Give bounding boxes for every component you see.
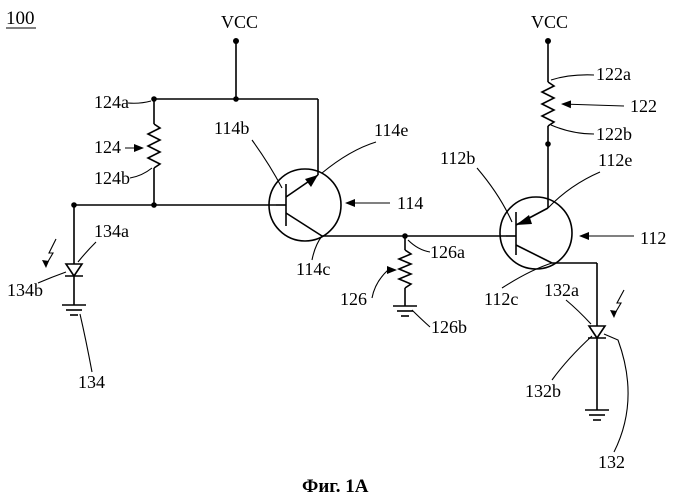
label-122: 122 [630, 96, 657, 116]
label-122a: 122a [596, 64, 631, 84]
vcc-left-label: VCC [221, 12, 258, 32]
leader-126a [408, 240, 430, 252]
leader-124a [128, 101, 151, 103]
light-arrowhead-134 [42, 260, 49, 268]
label-112b: 112b [440, 148, 475, 168]
label-132b: 132b [525, 381, 561, 401]
resistor-124 [148, 99, 160, 205]
leader-124b [130, 168, 152, 178]
label-114c: 114c [296, 259, 330, 279]
transistor-114 [269, 169, 341, 241]
label-132a: 132a [544, 280, 579, 300]
figure-caption: Фиг. 1A [302, 476, 369, 497]
label-134b: 134b [7, 280, 43, 300]
leader-134a [78, 242, 96, 262]
label-114b: 114b [214, 118, 249, 138]
transistor-112 [500, 197, 572, 269]
label-124a: 124a [94, 92, 129, 112]
label-134a: 134a [94, 221, 129, 241]
leader-132a [566, 300, 591, 324]
junction [233, 96, 239, 102]
leader-114e [322, 142, 376, 173]
vcc-right-label: VCC [531, 12, 568, 32]
leader-132b [552, 336, 592, 380]
label-126b: 126b [431, 317, 467, 337]
label-114: 114 [397, 193, 423, 213]
figure-ref: 100 [6, 8, 35, 29]
label-112c: 112c [484, 289, 518, 309]
label-132: 132 [598, 452, 625, 472]
label-126a: 126a [430, 242, 465, 262]
light-arrowhead-132 [610, 310, 617, 318]
label-124: 124 [94, 137, 121, 157]
label-112e: 112e [598, 150, 632, 170]
label-126: 126 [340, 289, 367, 309]
leader-132 [604, 334, 628, 452]
leader-114b [252, 140, 282, 188]
label-122b: 122b [596, 124, 632, 144]
leader-122 [562, 104, 624, 106]
label-124b: 124b [94, 168, 130, 188]
emitter-arrow-112 [516, 215, 532, 225]
label-114e: 114e [374, 120, 408, 140]
junction [545, 141, 551, 147]
resistor-126 [393, 236, 417, 316]
leader-112b [477, 168, 512, 222]
led-134 [62, 205, 86, 315]
emitter-arrow-114 [305, 175, 318, 187]
resistor-122 [542, 41, 554, 208]
leader-126 [372, 270, 396, 298]
label-112: 112 [640, 228, 666, 248]
leader-126b [412, 310, 430, 327]
label-134: 134 [78, 372, 105, 392]
led-132 [585, 263, 609, 420]
leader-122b [551, 125, 594, 134]
leader-134 [80, 314, 92, 372]
leader-134b [38, 272, 66, 283]
leader-122a [551, 75, 594, 80]
